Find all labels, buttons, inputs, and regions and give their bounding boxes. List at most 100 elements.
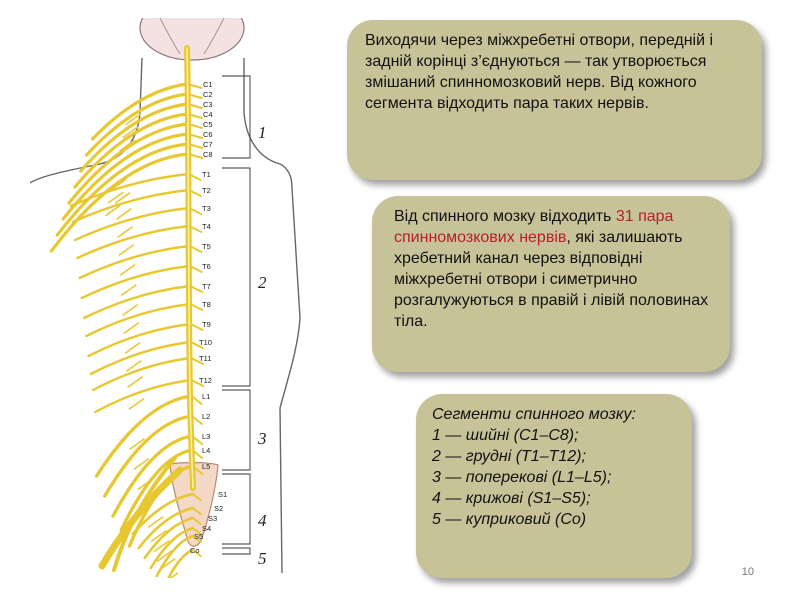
nerve-twig (105, 204, 121, 217)
nerve-twig (122, 304, 138, 316)
vertebra-label: T11 (199, 354, 211, 363)
nerve-s2 (137, 506, 195, 550)
nerve-t3 (73, 206, 191, 242)
nerve-root (189, 303, 204, 311)
nerve-twig (116, 208, 132, 220)
region-bracket (222, 473, 251, 545)
nerve-root (191, 549, 202, 557)
nerve-root (191, 535, 202, 543)
nerve-twig (107, 191, 124, 204)
spinal-nerves-illustration: C1C2C3C4C5C6C7C8T1T2T3T4T5T6T7T8T9T10T11… (30, 18, 301, 578)
nerve-root (188, 265, 203, 273)
nerve-co (167, 548, 195, 578)
segment-thoracic: 2 — грудні (T1–T12); (432, 448, 586, 465)
region-bracket (222, 75, 251, 159)
vertebra-label: C8 (203, 150, 213, 159)
vertebra-label: L4 (202, 446, 210, 455)
nerve-twig (121, 284, 137, 296)
nerve-c5 (67, 122, 190, 205)
region-number: 1 (258, 123, 267, 142)
nerve-root (190, 379, 205, 387)
vertebra-label: T3 (202, 204, 211, 213)
nerve-twig (153, 540, 170, 552)
nerve-twig (159, 558, 176, 570)
vertebra-label: S4 (202, 524, 211, 533)
text-bubble-nerve-pairs: Від спинного мозку відходить 31 пара спи… (372, 196, 730, 372)
vertebra-label: T6 (202, 262, 211, 271)
vertebra-label: S5 (194, 532, 203, 541)
leg-nerve (112, 456, 177, 572)
region-number: 2 (258, 273, 267, 292)
nerve-twig (123, 322, 140, 334)
text-bubble-nerve-formation: Виходячи через міжхребетні отвори, перед… (347, 20, 762, 180)
nerve-twig (125, 113, 141, 126)
nerve-branches (49, 82, 205, 578)
text-bubble-segments: Сегменти спинного мозку: 1 — шийні (C1–C… (416, 394, 692, 578)
nerve-s3 (143, 516, 195, 560)
nerve-twig (122, 126, 138, 139)
vertebra-label: S1 (218, 490, 227, 499)
vertebra-label: C3 (203, 100, 213, 109)
nerve-root (191, 493, 202, 501)
region-number: 5 (258, 549, 267, 568)
nerve-t9 (87, 322, 192, 358)
vertebra-label: T1 (202, 170, 211, 179)
nerve-l3 (111, 434, 194, 518)
nerve-twig (169, 572, 179, 578)
vertebra-label: L1 (202, 392, 210, 401)
region-bracket (222, 547, 251, 555)
nerve-c2 (84, 92, 190, 157)
nerve-twig (156, 550, 173, 562)
vertebra-label: T12 (199, 376, 212, 385)
vertebra-label: C4 (203, 110, 213, 119)
nerve-s5 (155, 534, 195, 578)
region-number: 3 (257, 429, 267, 448)
head (139, 18, 245, 61)
segment-coccygeal: 5 — куприковий (Co) (432, 511, 587, 528)
nerve-s1 (131, 492, 195, 536)
vertebra-label: L3 (202, 432, 210, 441)
nerve-twig (117, 226, 133, 238)
highlight-31-pairs: 31 пара спинномозкових нервів (394, 208, 674, 246)
nerve-root (191, 517, 202, 525)
nerve-root (190, 395, 203, 405)
nerve-t8 (85, 302, 192, 338)
nerve-l1 (94, 394, 194, 478)
nerve-twig (118, 244, 135, 256)
nerve-s4 (149, 526, 195, 570)
nerve-formation-text: Виходячи через міжхребетні отвори, перед… (365, 32, 714, 112)
nerve-twig (124, 342, 141, 354)
nerve-twig (129, 438, 145, 450)
vertebra-label: C1 (203, 80, 213, 89)
vertebra-labels: C1C2C3C4C5C6C7C8T1T2T3T4T5T6T7T8T9T10T11… (190, 80, 227, 555)
nerve-root (191, 507, 202, 515)
nerve-t7 (82, 284, 192, 320)
nerve-c1 (90, 82, 190, 141)
nerve-twig (133, 458, 150, 470)
segment-sacral: 4 — крижові (S1–S5); (432, 490, 591, 507)
nerve-t1 (69, 172, 190, 208)
page-number: 10 (741, 566, 754, 578)
nerve-pairs-text: Від спинного мозку відходить 31 пара спи… (394, 208, 709, 330)
nerve-t10 (89, 340, 193, 376)
vertebra-label: T10 (199, 338, 212, 347)
nerve-t6 (80, 264, 192, 300)
nerve-t2 (71, 188, 191, 224)
nerve-l4 (119, 448, 194, 532)
nerve-root (189, 285, 204, 293)
vertebra-label: T9 (202, 320, 211, 329)
nerve-t5 (78, 244, 191, 280)
region-bracket (222, 389, 251, 471)
vertebra-label: C7 (203, 140, 213, 149)
region-brackets: 1 2 3 4 5 (222, 75, 267, 568)
nerve-root (189, 341, 204, 349)
nerve-t4 (76, 224, 191, 260)
nerve-t12 (94, 378, 193, 414)
vertebra-label: T5 (202, 242, 211, 251)
nerve-twig (126, 360, 142, 372)
region-number: 4 (258, 511, 267, 530)
vertebra-label: C5 (203, 120, 213, 129)
vertebra-label: T7 (202, 282, 211, 291)
nerve-c7 (55, 142, 190, 237)
nerve-twig (128, 398, 145, 410)
